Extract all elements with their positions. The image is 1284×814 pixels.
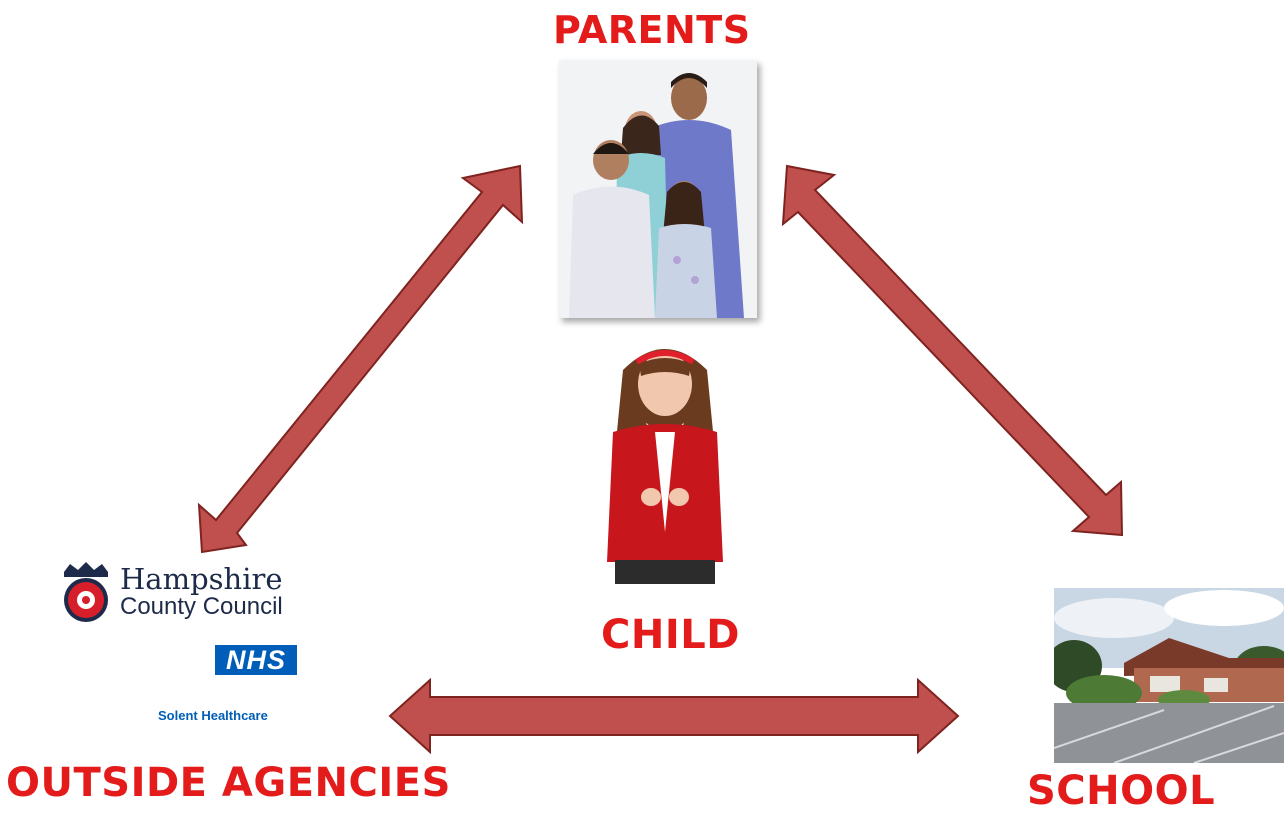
parents-label: PARENTS (553, 8, 751, 52)
solent-healthcare-text: Solent Healthcare (158, 708, 268, 723)
arrow-parents-outside (197, 164, 524, 554)
arrow-outside-school (388, 677, 960, 755)
hampshire-county-council-logo: Hampshire County Council (56, 562, 306, 624)
county-council-name: County Council (120, 593, 283, 620)
arrow-parents-school (781, 164, 1124, 537)
outside-agencies-label: OUTSIDE AGENCIES (6, 760, 451, 806)
school-label: SCHOOL (1027, 768, 1216, 814)
girl-in-uniform-photo (585, 332, 750, 584)
school-building-photo (1054, 588, 1284, 763)
hampshire-crest-icon (64, 562, 108, 622)
child-label: CHILD (601, 612, 740, 658)
nhs-logo: NHS (215, 645, 297, 675)
hampshire-name: Hampshire (120, 562, 283, 596)
family-photo (559, 60, 757, 318)
